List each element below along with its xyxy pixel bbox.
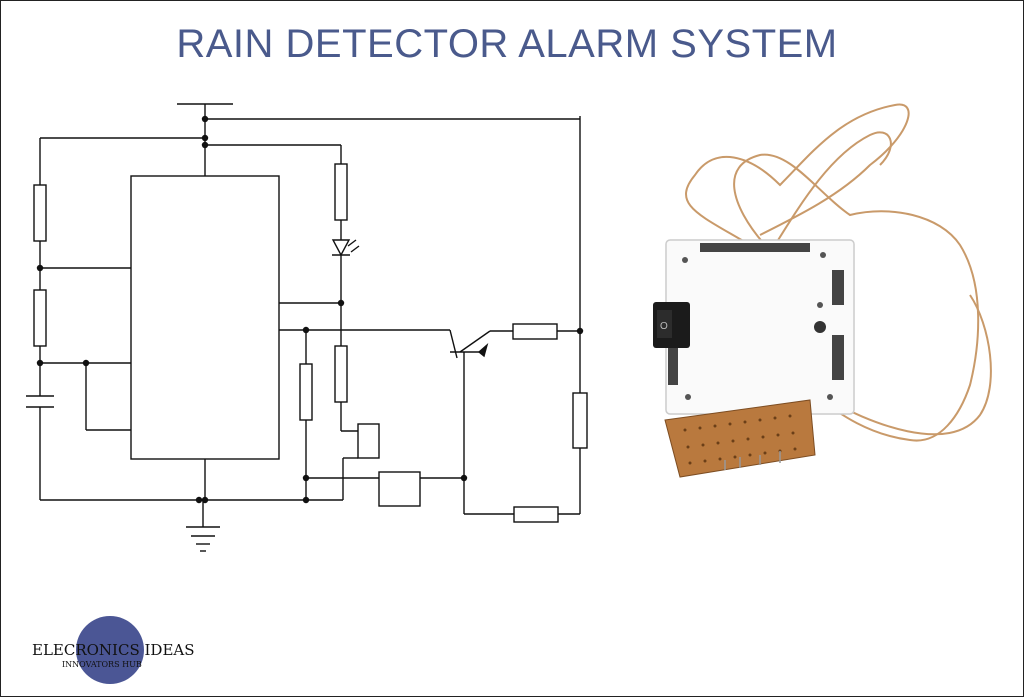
svg-text:O: O xyxy=(660,321,668,332)
logo-circle-icon xyxy=(76,616,144,684)
resistor-led xyxy=(334,163,348,221)
buzzer-small xyxy=(357,423,380,459)
resistor-r4 xyxy=(334,345,348,403)
header-pins xyxy=(668,243,844,385)
logo-tagline: INNOVATORS HUB xyxy=(62,660,142,669)
resistor-r5 xyxy=(299,363,313,421)
led-diode xyxy=(331,239,351,257)
resistor-r8 xyxy=(513,506,559,523)
timer-ic xyxy=(130,175,280,460)
junction-dots xyxy=(36,115,584,504)
resistor-r6 xyxy=(512,323,558,340)
rain-sensor-block xyxy=(378,471,421,507)
brand-logo: ELECRONICS IDEAS INNOVATORS HUB xyxy=(30,616,210,686)
resistor-r1 xyxy=(33,184,47,242)
logo-name: ELECRONICS IDEAS xyxy=(32,641,195,659)
circuit-schematic xyxy=(26,103,588,552)
circuit-board-photo-icon: O xyxy=(653,103,992,478)
resistor-r7 xyxy=(572,392,588,449)
perfboard xyxy=(664,399,816,478)
sensor-wires xyxy=(685,103,992,442)
perfboard-holes xyxy=(683,414,797,465)
page-title: RAIN DETECTOR ALARM SYSTEM xyxy=(176,22,838,66)
resistor-r2 xyxy=(33,289,47,347)
component-leads xyxy=(724,451,781,470)
